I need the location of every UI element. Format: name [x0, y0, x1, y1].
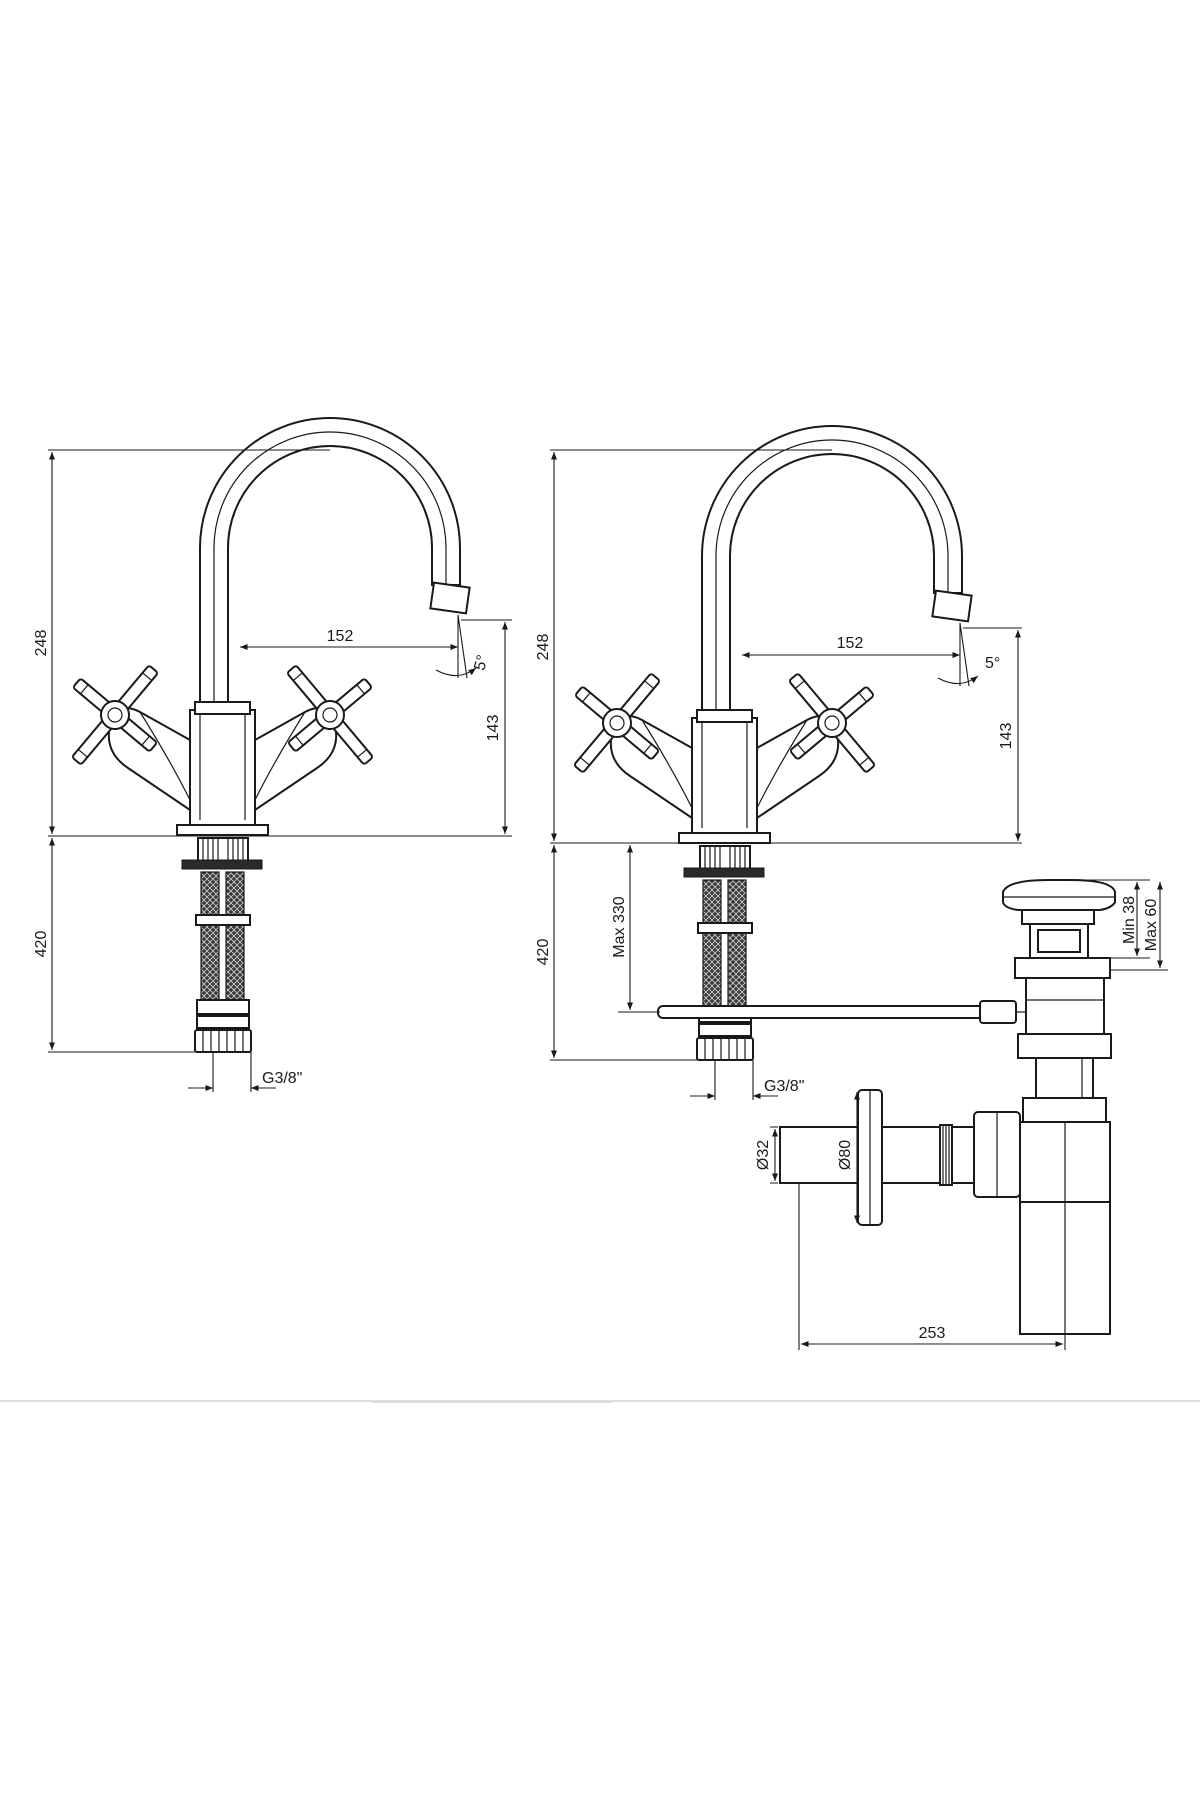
plug-max-label: Max 60 — [1143, 899, 1160, 952]
right-outlet-angle-label: 5° — [985, 655, 1000, 672]
left-thread-label: G3/8" — [262, 1070, 302, 1087]
flange-diameter-label: Ø80 — [837, 1140, 854, 1170]
left-outlet-angle-label: 5° — [471, 653, 491, 672]
right-faucet — [539, 425, 973, 1061]
right-rod-depth-label: Max 330 — [611, 896, 628, 957]
right-spout-reach-label: 152 — [837, 635, 864, 652]
left-outlet-height-label: 143 — [485, 715, 502, 742]
right-thread-label: G3/8" — [764, 1078, 804, 1095]
plug-min-label: Min 38 — [1121, 896, 1138, 944]
right-overall-height-label: 248 — [535, 634, 552, 661]
trap-length-label: 253 — [919, 1325, 946, 1342]
left-hose-length-label: 420 — [33, 931, 50, 958]
popup-rod — [657, 1005, 989, 1019]
right-outlet-height-label: 143 — [998, 723, 1015, 750]
right-faucet-view: 248 420 Max 330 152 143 5° G3/8" — [535, 425, 1030, 1100]
left-faucet — [37, 417, 471, 1053]
right-hose-length-label: 420 — [535, 939, 552, 966]
left-overall-height-label: 248 — [33, 630, 50, 657]
outlet-diameter-label: Ø32 — [755, 1140, 772, 1170]
left-spout-reach-label: 152 — [327, 628, 354, 645]
waste-trap: Min 38 Max 60 Ø32 Ø80 253 — [755, 879, 1168, 1350]
left-faucet-view: 248 420 152 143 5° G3/8" — [33, 417, 512, 1092]
